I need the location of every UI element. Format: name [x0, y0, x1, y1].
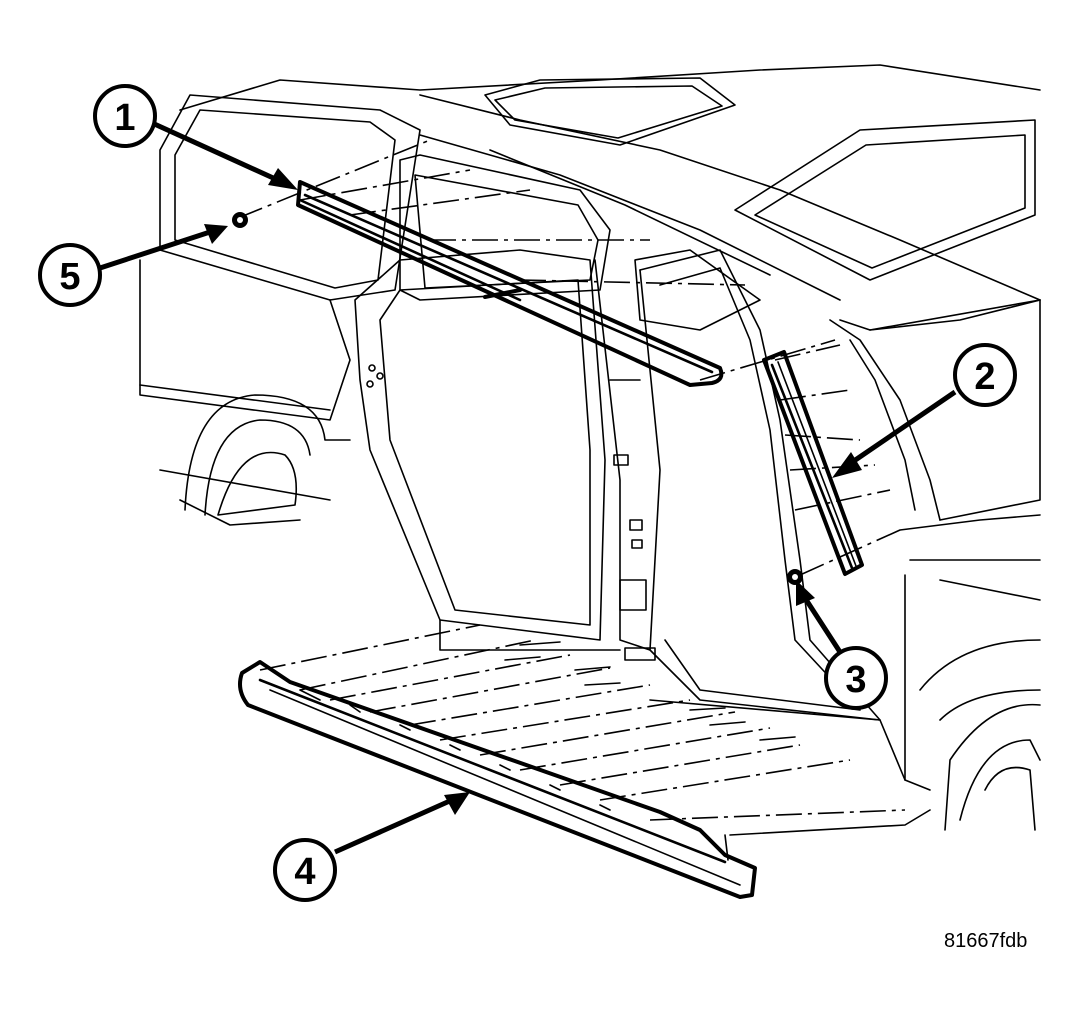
arrow-4-head	[444, 792, 470, 815]
arrow-1-head	[268, 168, 298, 190]
arrow-3-head	[796, 580, 815, 606]
callout-4: 4	[273, 838, 337, 902]
callout-3: 3	[824, 646, 888, 710]
part-5-push-pin	[232, 212, 248, 228]
part-2-pillar-trim	[762, 350, 864, 576]
leader-arrows	[99, 119, 957, 855]
part-3-clip	[787, 569, 803, 585]
figure-reference-code: 81667fdb	[944, 930, 1028, 952]
callout-1-label: 1	[114, 97, 135, 139]
part-1-header-trim	[296, 180, 724, 387]
alignment-lines	[237, 139, 906, 821]
vehicle-body	[139, 64, 1041, 861]
part-4-sill-molding	[238, 660, 757, 899]
callout-2-label: 2	[974, 356, 995, 398]
arrow-5-head	[204, 224, 228, 244]
callout-4-label: 4	[294, 851, 315, 893]
callout-3-label: 3	[845, 659, 866, 701]
arrow-2-head	[832, 452, 862, 478]
callout-5: 5	[38, 243, 102, 307]
callout-1: 1	[93, 84, 157, 148]
callout-5-label: 5	[59, 256, 80, 298]
callout-2: 2	[953, 343, 1017, 407]
